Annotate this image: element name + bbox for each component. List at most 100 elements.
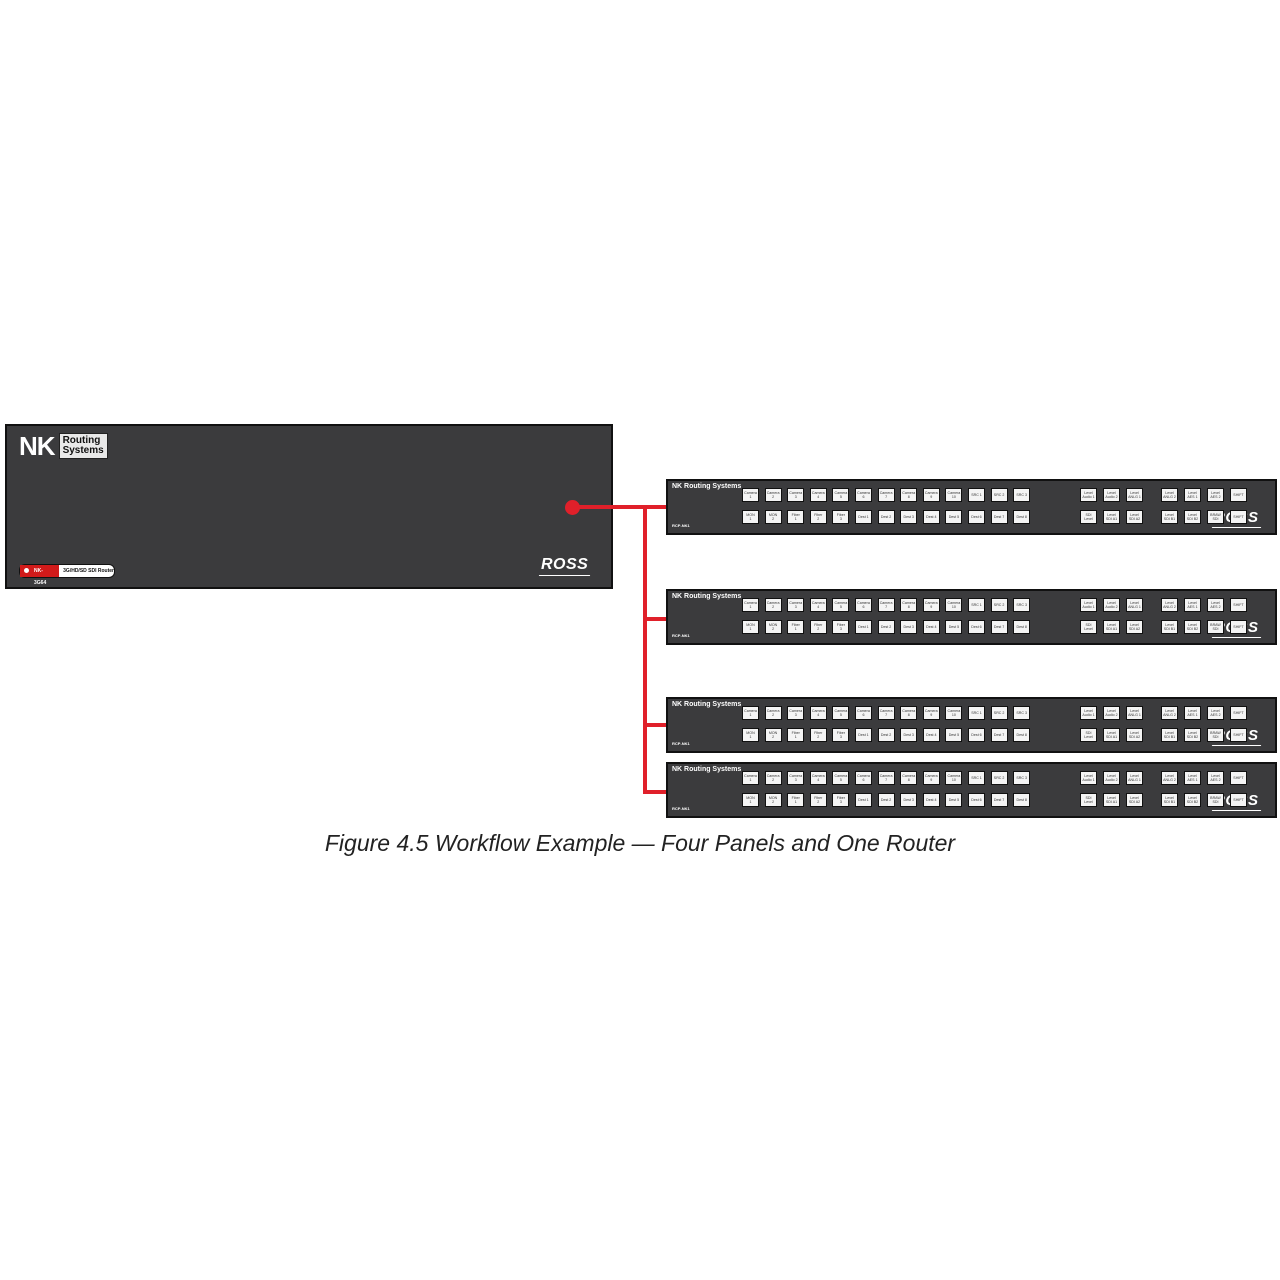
panel-key[interactable]: Dest 4 bbox=[922, 793, 940, 807]
panel-key[interactable]: SRC 3 bbox=[1013, 771, 1031, 785]
panel-key[interactable]: Dest 3 bbox=[900, 510, 918, 524]
panel-key[interactable]: Dest 6 bbox=[968, 620, 985, 634]
panel-key[interactable]: SHIFT bbox=[1230, 706, 1247, 720]
panel-key[interactable]: SRC 1 bbox=[968, 771, 985, 785]
panel-key[interactable]: SHIFT bbox=[1230, 771, 1247, 785]
panel-key[interactable]: SRC 1 bbox=[968, 598, 985, 612]
panel-key[interactable]: Dest 5 bbox=[945, 620, 963, 634]
panel-key[interactable]: Dest 8 bbox=[1013, 510, 1031, 524]
panel-key[interactable]: SRC 2 bbox=[990, 706, 1008, 720]
panel-key[interactable]: Dest 4 bbox=[922, 728, 940, 742]
panel-key[interactable]: SRC 3 bbox=[1013, 598, 1031, 612]
panel-key[interactable]: SRC 3 bbox=[1013, 706, 1031, 720]
panel-key[interactable]: Dest 5 bbox=[945, 793, 963, 807]
panel-key[interactable]: Dest 3 bbox=[900, 793, 918, 807]
panel-key[interactable]: SHIFT bbox=[1230, 598, 1247, 612]
panel-key[interactable]: Dest 8 bbox=[1013, 620, 1031, 634]
panel-key[interactable]: Dest 7 bbox=[990, 728, 1008, 742]
panel-key[interactable]: SHIFT bbox=[1230, 620, 1247, 634]
panel-key[interactable]: Dest 7 bbox=[990, 620, 1008, 634]
panel-key[interactable]: Dest 3 bbox=[900, 728, 918, 742]
panel-key[interactable]: SRC 2 bbox=[990, 771, 1008, 785]
panel-key[interactable]: SRC 1 bbox=[968, 488, 985, 502]
panel-key[interactable]: Dest 6 bbox=[968, 510, 985, 524]
panel-key[interactable]: Dest 5 bbox=[945, 510, 963, 524]
panel-key[interactable]: Dest 8 bbox=[1013, 728, 1031, 742]
panel-key[interactable]: Dest 8 bbox=[1013, 793, 1031, 807]
panel-key[interactable]: Dest 5 bbox=[945, 728, 963, 742]
panel-key[interactable]: Dest 7 bbox=[990, 510, 1008, 524]
panel-key[interactable]: Dest 3 bbox=[900, 620, 918, 634]
panel-key[interactable]: SHIFT bbox=[1230, 728, 1247, 742]
panel-key[interactable]: Dest 2 bbox=[877, 728, 895, 742]
